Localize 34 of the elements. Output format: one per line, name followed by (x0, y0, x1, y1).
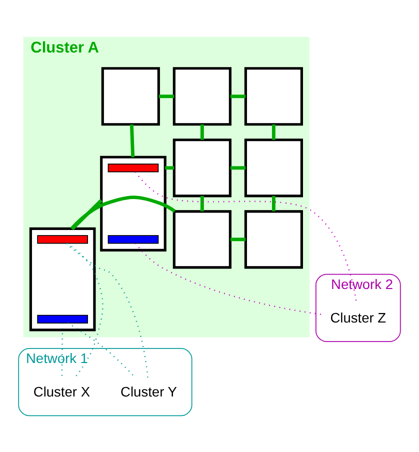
connector (200, 195, 204, 211)
connector (230, 94, 246, 98)
connector (230, 166, 246, 170)
node-box (172, 138, 232, 197)
node-bar (108, 234, 159, 244)
connector (66, 242, 104, 378)
node-bar (37, 314, 88, 323)
connector (158, 94, 174, 98)
node-box (172, 210, 232, 268)
cluster (29, 226, 96, 331)
connector (272, 195, 276, 211)
node-box (244, 210, 303, 268)
connector (135, 242, 323, 315)
cluster: Cluster A (23, 36, 310, 337)
cluster (100, 155, 166, 251)
node-box (244, 138, 303, 197)
connector (71, 198, 103, 230)
node-box (244, 66, 303, 126)
node-text: Cluster Z (330, 310, 386, 325)
connector (272, 124, 276, 140)
node-text: Cluster Y (120, 384, 177, 400)
connector (66, 242, 148, 378)
node-bar (108, 163, 159, 172)
connector (130, 124, 135, 157)
connector (134, 171, 358, 303)
connector (200, 124, 204, 140)
connector (165, 166, 174, 170)
node-box (172, 66, 232, 126)
node-bar (37, 234, 88, 244)
node-text: Cluster X (33, 384, 90, 400)
connector (70, 195, 176, 230)
connector (230, 237, 246, 241)
node-box (101, 66, 160, 126)
connector (67, 322, 136, 378)
